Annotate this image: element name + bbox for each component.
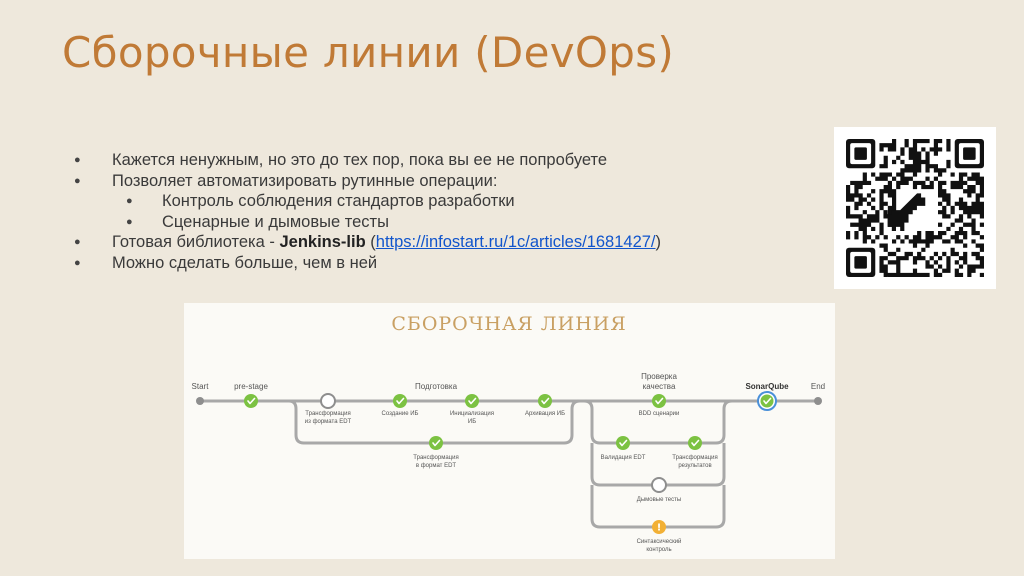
sub-bullet-item: Сценарные и дымовые тесты bbox=[74, 212, 814, 233]
node-create-ib bbox=[393, 394, 407, 408]
bullet-text: Готовая библиотека - bbox=[112, 233, 280, 251]
node-bdd bbox=[652, 394, 666, 408]
label-valid: Валидация EDT bbox=[601, 455, 646, 461]
label-trans2b: в формат EDT bbox=[416, 463, 457, 469]
library-link[interactable]: https://infostart.ru/1c/articles/1681427… bbox=[375, 233, 656, 251]
paren-close: ) bbox=[655, 233, 662, 251]
label-end: End bbox=[811, 382, 825, 391]
bullet-text: Кажется ненужным, но это до тех пор, пок… bbox=[112, 151, 608, 169]
node-smoke bbox=[651, 477, 667, 493]
node-init-ib bbox=[465, 394, 479, 408]
pipeline-diagram: СБОРОЧНАЯ ЛИНИЯ ! Start pre-stage Подгот… bbox=[184, 303, 835, 559]
pipeline-lines bbox=[200, 399, 818, 529]
pipeline-nodes: ! bbox=[244, 391, 777, 534]
label-trans1a: Трансформация bbox=[305, 411, 350, 417]
bullet-item: Готовая библиотека - Jenkins-lib (https:… bbox=[74, 232, 814, 253]
label-trans2a: Трансформация bbox=[413, 455, 458, 461]
label-trans1b: из формата EDT bbox=[305, 419, 352, 425]
bullet-text: Сценарные и дымовые тесты bbox=[162, 212, 389, 231]
dino-icon bbox=[883, 193, 926, 231]
node-sonarqube bbox=[757, 391, 777, 411]
check-icon bbox=[619, 439, 628, 447]
label-sonar: SonarQube bbox=[745, 382, 789, 391]
bullet-list: Кажется ненужным, но это до тех пор, пок… bbox=[74, 150, 814, 273]
label-check2: качества bbox=[643, 382, 676, 391]
pipeline-svg: СБОРОЧНАЯ ЛИНИЯ ! Start pre-stage Подгот… bbox=[192, 313, 826, 553]
check-icon bbox=[396, 397, 405, 405]
end-node bbox=[814, 397, 822, 405]
check-icon bbox=[763, 397, 772, 405]
bullet-item: Позволяет автоматизировать рутинные опер… bbox=[74, 171, 814, 192]
label-prestage: pre-stage bbox=[234, 382, 268, 391]
node-syntax: ! bbox=[652, 520, 666, 534]
diagram-title: СБОРОЧНАЯ ЛИНИЯ bbox=[391, 313, 626, 335]
label-check1: Проверка bbox=[641, 372, 677, 381]
slide-title: Сборочные линии (DevOps) bbox=[62, 28, 675, 77]
bullet-text: Позволяет автоматизировать рутинные опер… bbox=[112, 171, 498, 190]
check-icon bbox=[468, 397, 477, 405]
sub-bullet-item: Контроль соблюдения стандартов разработк… bbox=[74, 191, 814, 212]
node-validation bbox=[616, 436, 630, 450]
label-trans3b: результатов bbox=[678, 463, 711, 469]
label-syntax2: контроль bbox=[646, 547, 671, 553]
qr-code-graphic bbox=[846, 139, 984, 277]
label-syntax1: Синтаксический bbox=[637, 538, 682, 545]
bullet-text: Контроль соблюдения стандартов разработк… bbox=[162, 192, 515, 210]
label-podgotovka: Подготовка bbox=[415, 382, 458, 391]
node-trans2 bbox=[429, 436, 443, 450]
bullet-text: Можно сделать больше, чем в ней bbox=[112, 253, 378, 272]
check-icon bbox=[541, 397, 550, 405]
warning-icon: ! bbox=[657, 523, 662, 534]
label-create-ib: Создание ИБ bbox=[382, 411, 419, 417]
start-node bbox=[196, 397, 204, 405]
node-trans1 bbox=[320, 393, 336, 409]
check-icon bbox=[655, 397, 664, 405]
node-trans3 bbox=[688, 436, 702, 450]
bullet-item: Можно сделать больше, чем в ней bbox=[74, 253, 814, 274]
check-icon bbox=[691, 439, 700, 447]
label-bdd: BDD сценарии bbox=[639, 411, 680, 417]
qr-code bbox=[834, 127, 996, 289]
label-smoke: Дымовые тесты bbox=[637, 497, 681, 503]
node-prestage bbox=[244, 394, 258, 408]
label-trans3a: Трансформация bbox=[672, 455, 717, 461]
bullet-item: Кажется ненужным, но это до тех пор, пок… bbox=[74, 150, 814, 171]
label-init2: ИБ bbox=[468, 419, 476, 425]
node-archive bbox=[538, 394, 552, 408]
check-icon bbox=[247, 397, 256, 405]
label-archive: Архивация ИБ bbox=[525, 411, 565, 417]
check-icon bbox=[432, 439, 441, 447]
paren-open: ( bbox=[365, 233, 376, 251]
library-name: Jenkins-lib bbox=[279, 233, 366, 251]
quality-branch-1 bbox=[583, 399, 733, 445]
pipeline-labels: Start pre-stage Подготовка Проверка каче… bbox=[192, 372, 826, 553]
label-start: Start bbox=[192, 382, 210, 391]
label-init1: Инициализация bbox=[450, 411, 494, 417]
